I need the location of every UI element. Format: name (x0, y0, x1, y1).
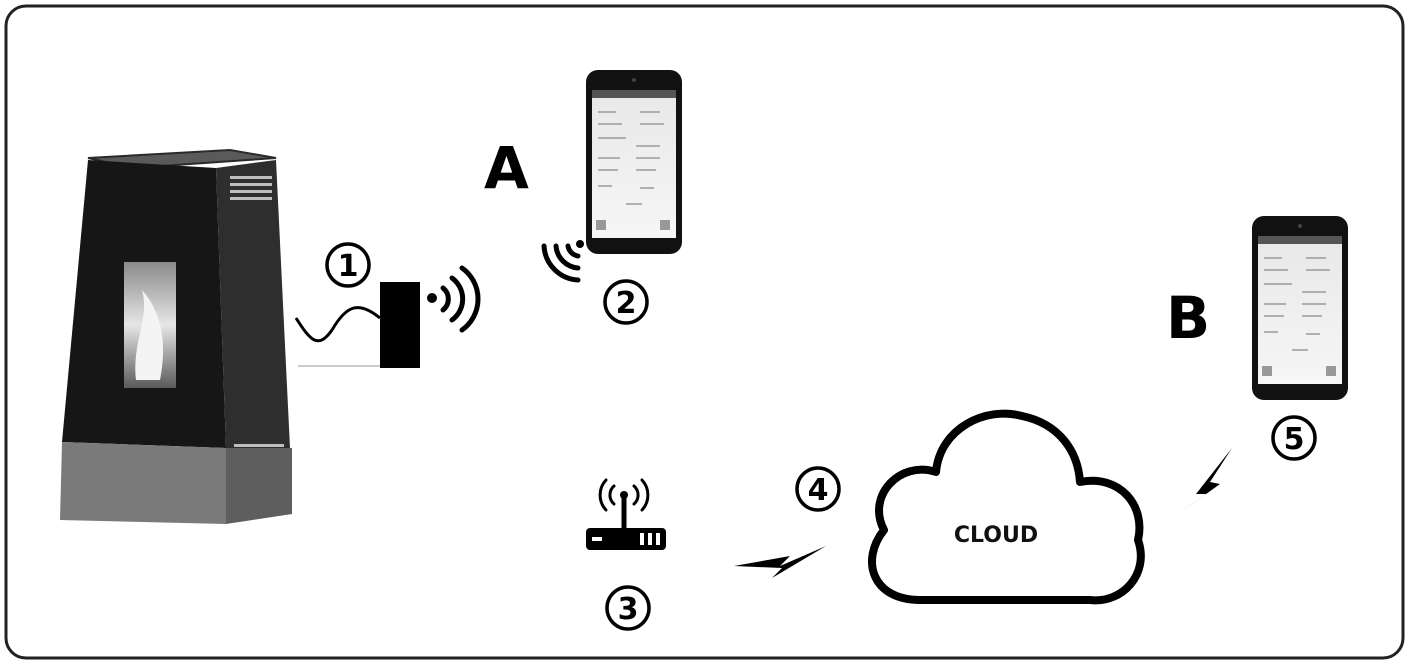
smartphone-icon-b (1252, 216, 1348, 400)
thermostat-module-icon (294, 282, 420, 368)
step-5-label: 5 (1284, 422, 1305, 457)
lightning-icon-cloud-phone (1170, 448, 1232, 520)
wifi-waves-icon (427, 265, 481, 333)
cloud-icon (868, 409, 1145, 605)
step-5-marker: 5 (1271, 415, 1317, 461)
step-2-marker: 2 (603, 279, 649, 325)
smartphone-icon (586, 70, 682, 254)
step-2-label: 2 (616, 286, 637, 321)
step-3-marker: 3 (605, 585, 651, 631)
label-a: A (484, 134, 529, 202)
label-b: B (1166, 284, 1210, 352)
step-4-label: 4 (808, 473, 829, 508)
step-4-marker: 4 (795, 466, 841, 512)
router-icon (586, 478, 666, 550)
wifi-waves-icon-phone-a (541, 240, 584, 283)
lightning-icon (734, 546, 826, 578)
step-1-marker: 1 (325, 242, 371, 288)
stove-icon (60, 148, 292, 524)
step-3-label: 3 (618, 592, 639, 627)
cloud-label: CLOUD (954, 523, 1038, 548)
step-1-label: 1 (338, 249, 359, 284)
